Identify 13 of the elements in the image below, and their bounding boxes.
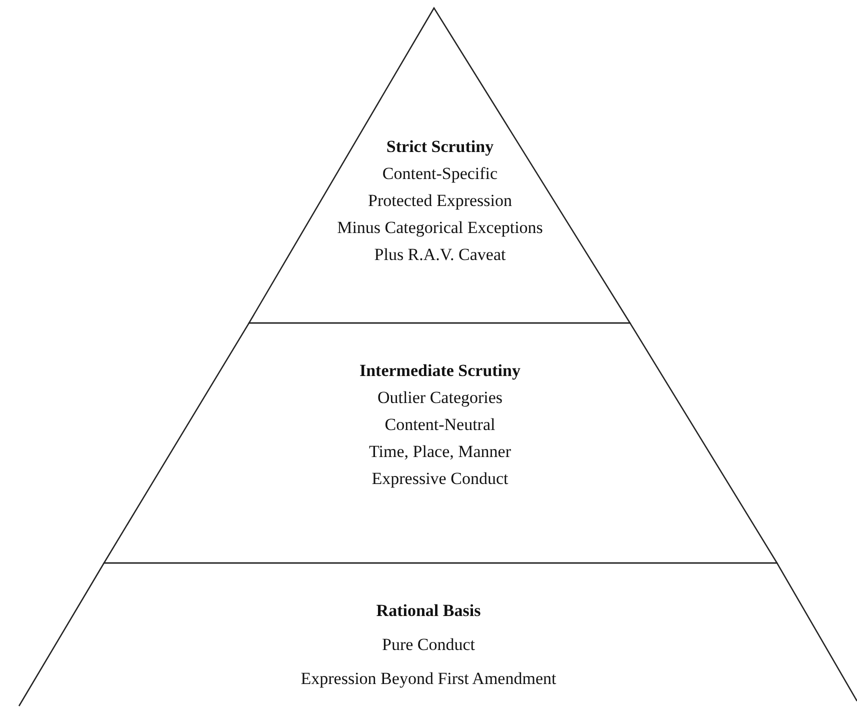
tier-item-text: Outlier Categories bbox=[377, 388, 503, 407]
tier-item-text: Time, Place, Manner bbox=[369, 442, 511, 461]
tier-item-text: Plus R.A.V. Caveat bbox=[374, 245, 506, 264]
tier-item-text: Expressive Conduct bbox=[372, 469, 508, 488]
tier-heading: Strict Scrutiny bbox=[386, 137, 494, 156]
tier-item-text: Pure Conduct bbox=[382, 635, 476, 654]
tier-item-text: Content-Specific bbox=[382, 164, 498, 183]
tier-item-text: Protected Expression bbox=[368, 191, 512, 210]
tier-heading: Intermediate Scrutiny bbox=[359, 361, 520, 380]
tier-heading: Rational Basis bbox=[376, 601, 481, 620]
tier-item-text: Content-Neutral bbox=[384, 415, 496, 434]
tier-item-text: Expression Beyond First Amendment bbox=[300, 669, 556, 688]
tier-item-text: Minus Categorical Exceptions bbox=[337, 218, 543, 237]
